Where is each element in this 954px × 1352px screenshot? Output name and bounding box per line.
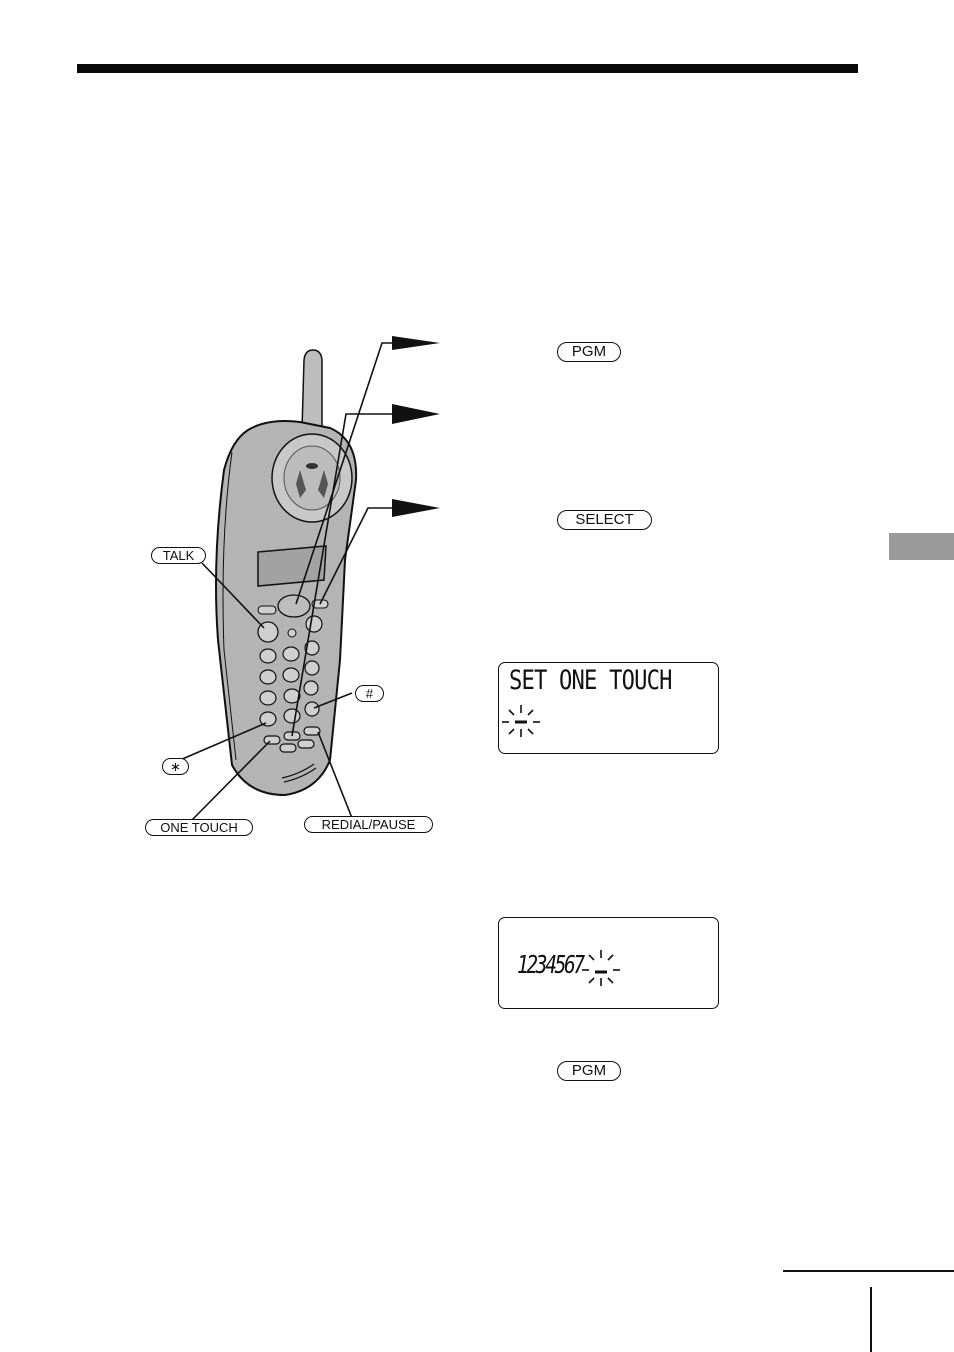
lcd-entered-number: 1234567	[517, 950, 585, 979]
blinking-cursor-icon	[502, 705, 540, 737]
hash-key-label: #	[355, 685, 384, 702]
header-rule	[77, 64, 858, 73]
one-touch-key-label: ONE TOUCH	[145, 819, 253, 836]
footer-rule	[783, 1270, 954, 1272]
lcd-display-number-entry: 1234567	[498, 917, 719, 1009]
pgm-key-step-final: PGM	[557, 1061, 621, 1081]
star-key-label: ∗	[162, 758, 189, 775]
blinking-cursor-icon	[582, 950, 620, 986]
section-tab	[889, 533, 954, 560]
lcd-line-1: SET ONE TOUCH	[509, 665, 672, 696]
lcd-display-set-one-touch: SET ONE TOUCH	[498, 662, 719, 754]
pgm-key-step1: PGM	[557, 342, 621, 362]
redial-pause-key-label: REDIAL/PAUSE	[304, 816, 433, 833]
talk-key-label: TALK	[151, 547, 206, 564]
footer-divider	[870, 1287, 872, 1352]
select-key-step: SELECT	[557, 510, 652, 530]
